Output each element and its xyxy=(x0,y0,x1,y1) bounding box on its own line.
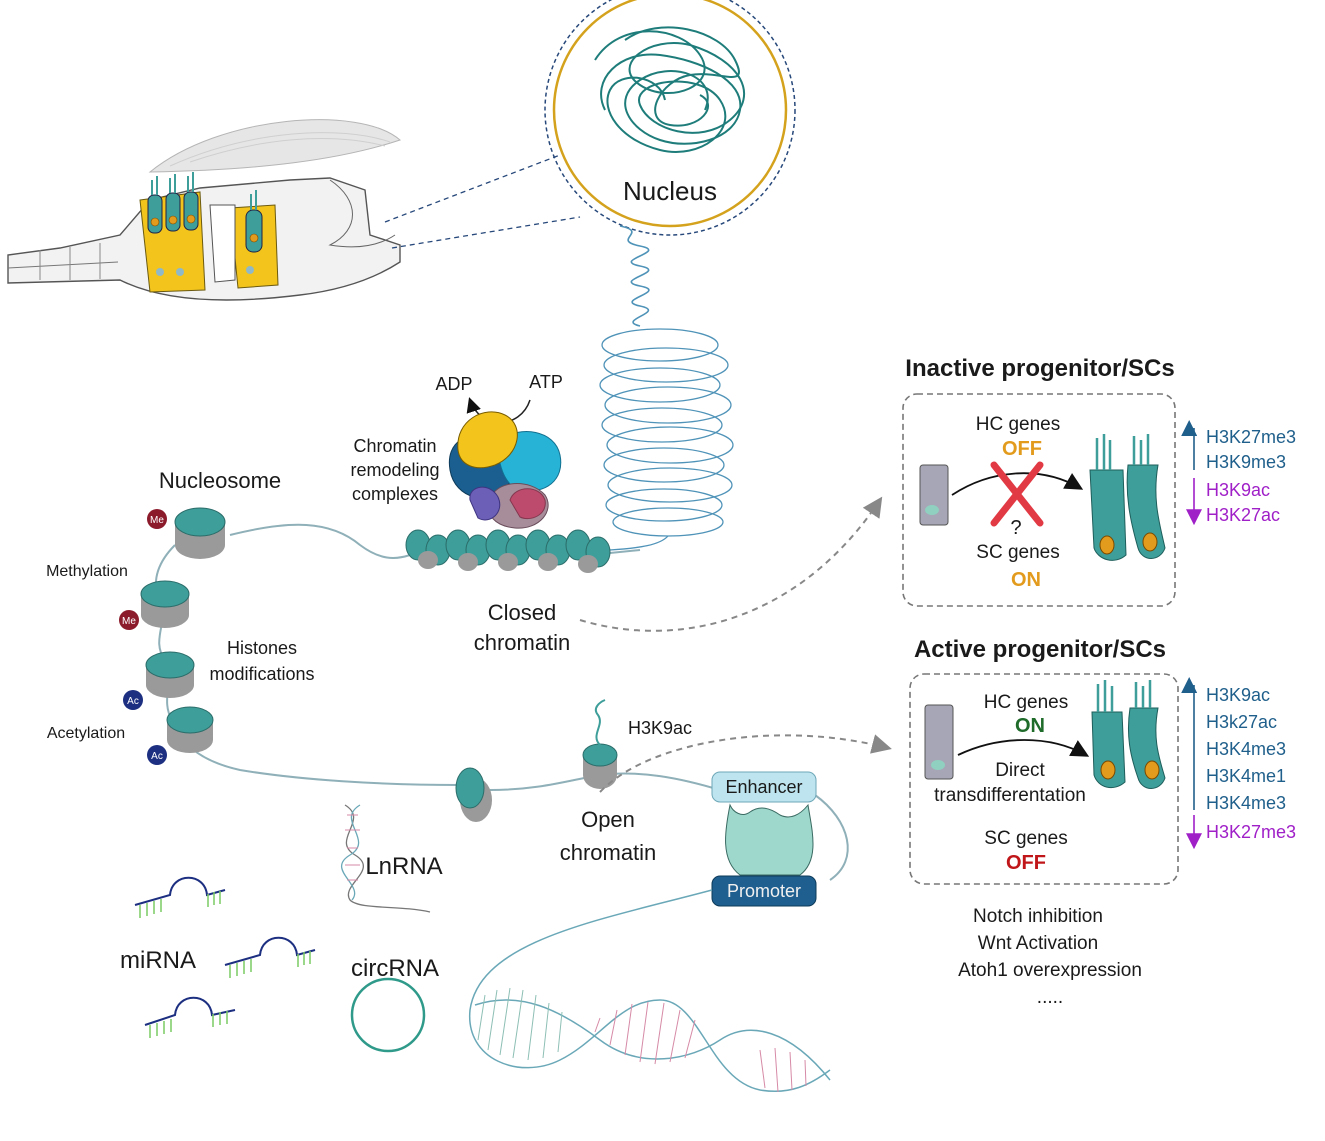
chromatin-fiber xyxy=(619,225,650,327)
inactive-hc-genes: HC genes xyxy=(976,414,1061,435)
active-mark-up: H3K9ac xyxy=(1206,685,1270,705)
svg-text:Me: Me xyxy=(122,616,136,627)
interventions-list: Notch inhibition Wnt Activation Atoh1 ov… xyxy=(958,906,1142,1008)
open-to-active-arrow xyxy=(599,734,892,793)
inactive-mark-up: H3K9me3 xyxy=(1206,452,1286,472)
nucleosome xyxy=(166,706,214,753)
inactive-mark-down: H3K9ac xyxy=(1206,480,1270,500)
progenitor-cell xyxy=(924,704,954,780)
nucleosome-chain xyxy=(140,507,618,822)
hair-cell-pair xyxy=(1091,680,1166,789)
active-mark-up: H3K4me3 xyxy=(1206,793,1286,813)
active-hc-genes: HC genes xyxy=(984,692,1069,713)
inactive-sc-genes: SC genes xyxy=(976,542,1059,563)
hair-cell-pair xyxy=(1089,434,1166,561)
inactive-conversion-arrow xyxy=(951,472,1084,496)
mirna-hairpin xyxy=(144,996,236,1038)
intervention-item: Atoh1 overexpression xyxy=(958,960,1142,981)
active-mark-up: H3K4me1 xyxy=(1206,766,1286,786)
active-sc-state: OFF xyxy=(1006,852,1046,874)
closed-chromatin-label-2: chromatin xyxy=(474,630,571,655)
enhancer-box xyxy=(711,771,817,803)
nucleosome-h3k9ac xyxy=(582,699,618,789)
solenoid-coil xyxy=(599,328,734,551)
histones-label-1: Histones xyxy=(227,638,297,658)
mirna-hairpin xyxy=(134,876,226,918)
zoom-lines xyxy=(384,154,581,249)
methyl-badge: Me xyxy=(119,610,139,630)
inactive-mark-up: H3K27me3 xyxy=(1206,427,1296,447)
closed-to-inactive-arrow xyxy=(579,496,883,632)
active-title: Active progenitor/SCs xyxy=(914,636,1166,663)
inactive-hc-state: OFF xyxy=(1002,438,1042,460)
mirna-label: miRNA xyxy=(120,947,196,974)
circrna-label: circRNA xyxy=(351,955,439,982)
active-process-1: Direct xyxy=(995,760,1045,781)
methylation-label: Methylation xyxy=(46,563,128,580)
open-chromatin-label-2: chromatin xyxy=(560,840,657,865)
svg-text:Me: Me xyxy=(150,515,164,526)
mirna-group xyxy=(134,876,316,1038)
remodeling-line3: complexes xyxy=(352,484,438,504)
energy-cycle: ADP ATP xyxy=(435,372,563,424)
enhancer-label: Enhancer xyxy=(725,777,802,797)
circrna-ring xyxy=(350,977,426,1053)
progenitor-cell xyxy=(919,464,949,526)
intervention-item: Wnt Activation xyxy=(978,933,1098,954)
inactive-title: Inactive progenitor/SCs xyxy=(905,355,1174,382)
intervention-item: ..... xyxy=(1037,987,1063,1008)
h3k9ac-mark-label: H3K9ac xyxy=(628,718,692,738)
nucleosome-label: Nucleosome xyxy=(159,468,281,493)
lnrna-helix xyxy=(341,804,431,913)
promoter-box xyxy=(711,875,817,907)
methyl-badge: Me xyxy=(147,509,167,529)
active-mark-up: H3k27ac xyxy=(1206,712,1277,732)
chromatin-tangle xyxy=(594,26,746,153)
promoter-label: Promoter xyxy=(727,881,801,901)
cochlea-illustration xyxy=(7,119,401,301)
nucleus: Nucleus xyxy=(544,0,796,236)
inactive-sc-state: ON xyxy=(1011,569,1041,591)
acetylation-label: Acetylation xyxy=(47,725,125,742)
remodeling-line2: remodeling xyxy=(350,460,439,480)
svg-text:Ac: Ac xyxy=(127,696,139,707)
atp-label: ATP xyxy=(529,372,563,392)
active-sc-genes: SC genes xyxy=(984,828,1067,849)
blocked-cross-icon xyxy=(990,461,1044,527)
remodeling-line1: Chromatin xyxy=(353,436,436,456)
adp-label: ADP xyxy=(435,374,472,394)
closed-chromatin-label-1: Closed xyxy=(488,600,556,625)
enhancer-promoter-loop: Enhancer Promoter xyxy=(711,771,817,907)
remodeling-complex: Chromatin remodeling complexes xyxy=(350,411,562,529)
active-mark-up: H3K4me3 xyxy=(1206,739,1286,759)
open-chromatin-label-1: Open xyxy=(581,807,635,832)
active-process-2: transdifferentation xyxy=(934,785,1086,806)
inactive-mark-down: H3K27ac xyxy=(1206,505,1280,525)
dna-double-helix xyxy=(469,889,831,1093)
nucleus-label: Nucleus xyxy=(623,176,717,206)
intervention-item: Notch inhibition xyxy=(973,906,1103,927)
mirna-hairpin xyxy=(224,936,316,978)
nucleosome xyxy=(455,767,492,822)
nucleosome xyxy=(140,580,190,628)
active-hc-state: ON xyxy=(1015,715,1045,737)
inactive-question: ? xyxy=(1010,517,1021,539)
nucleosome xyxy=(145,651,195,698)
acetyl-badge: Ac xyxy=(147,745,167,765)
active-mark-down: H3K27me3 xyxy=(1206,822,1296,842)
svg-text:Ac: Ac xyxy=(151,751,163,762)
lnrna-label: LnRNA xyxy=(365,853,442,880)
closed-chromatin-array xyxy=(405,529,611,573)
nucleosome xyxy=(174,507,226,559)
acetyl-badge: Ac xyxy=(123,690,143,710)
active-conversion-arrow xyxy=(957,739,1090,757)
histones-label-2: modifications xyxy=(209,664,314,684)
